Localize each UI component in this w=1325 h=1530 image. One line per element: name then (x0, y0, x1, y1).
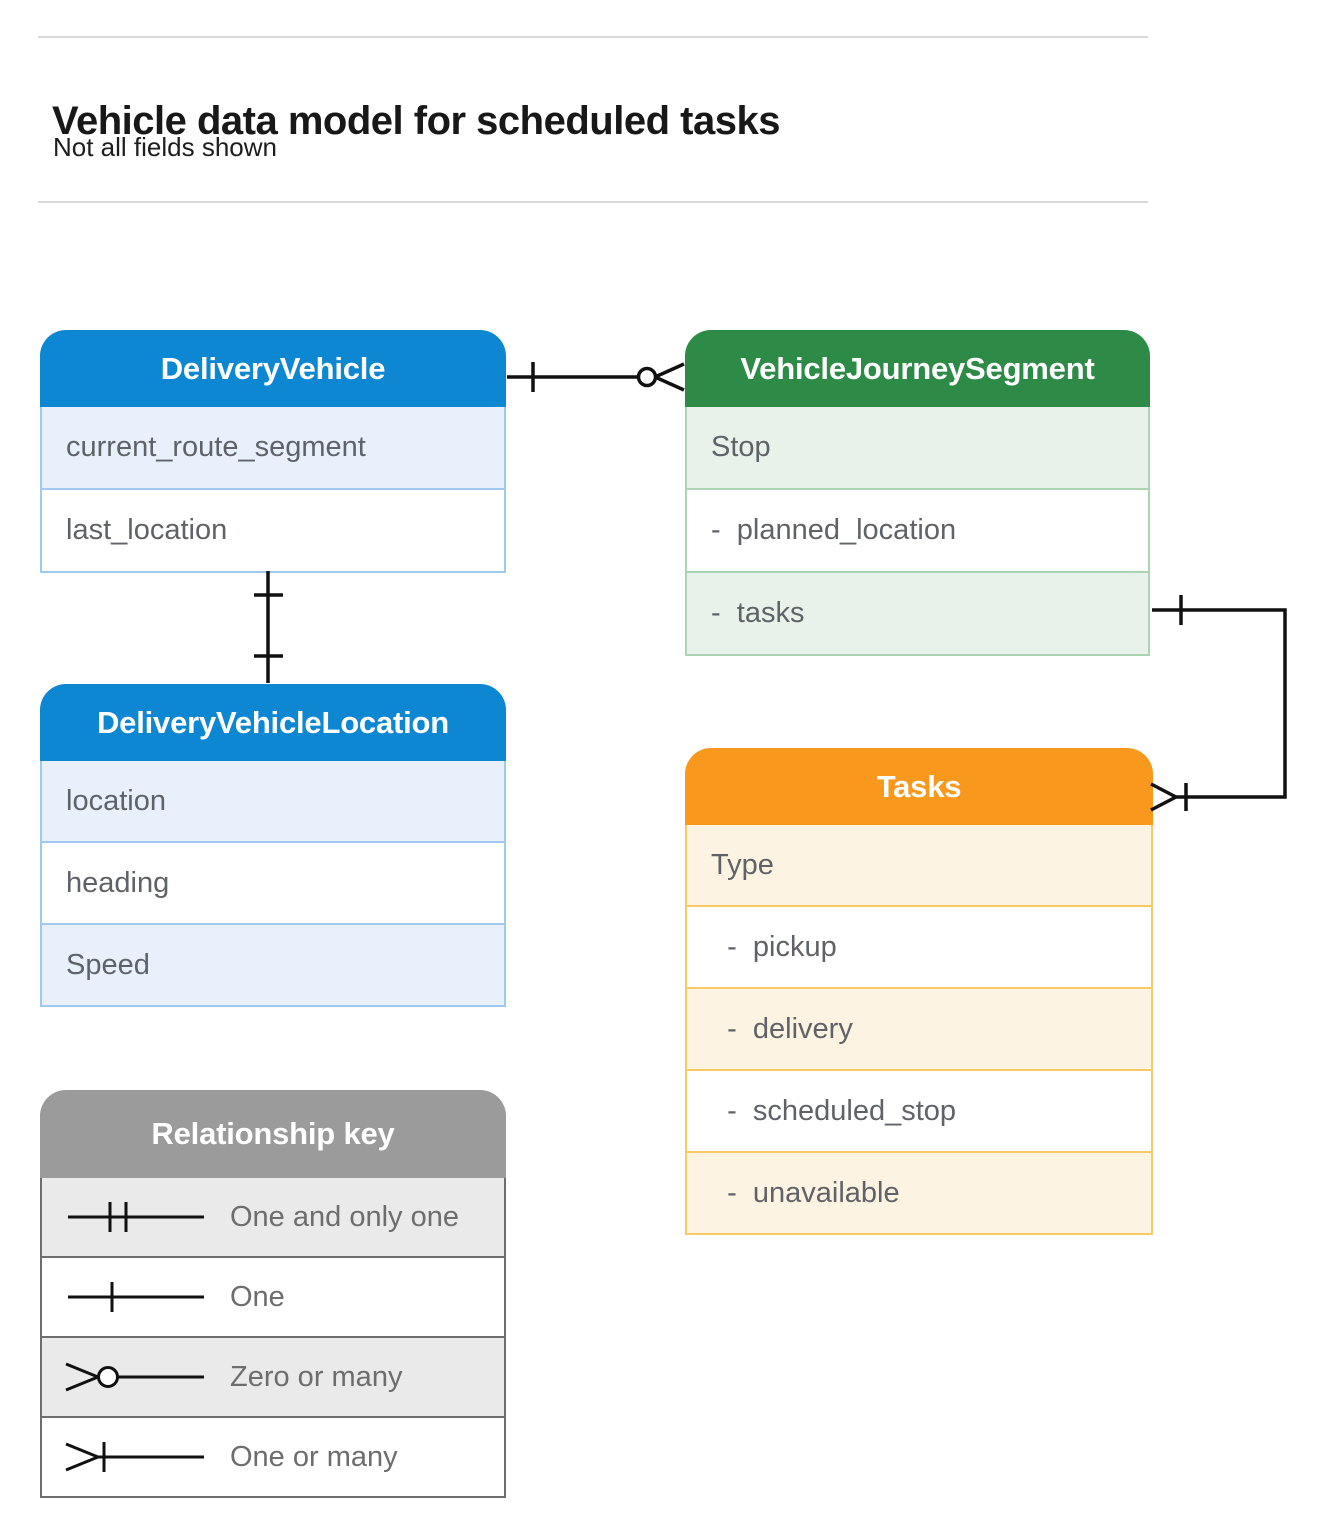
legend-label: One or many (230, 1440, 398, 1473)
relationship-key: Relationship key One and only one One Ze… (40, 1090, 506, 1498)
field-pickup: - pickup (685, 907, 1153, 989)
legend-row-one: One (40, 1258, 506, 1338)
many-crowfoot-icon (1150, 782, 1177, 799)
field-current-route-segment: current_route_segment (40, 407, 506, 490)
field-tasks: - tasks (685, 573, 1150, 656)
zero-or-many-symbol (65, 1362, 204, 1392)
many-crowfoot-icon (654, 362, 685, 379)
entity-delivery-vehicle-location-title: DeliveryVehicleLocation (40, 684, 506, 761)
connector-vehiclejourneysegment-to-tasks (1150, 595, 1287, 812)
field-unavailable: - unavailable (685, 1153, 1153, 1235)
field-last-location: last_location (40, 490, 506, 573)
legend-label: One (230, 1280, 285, 1313)
field-stop: Stop (685, 407, 1150, 490)
field-location: location (40, 761, 506, 843)
connector-deliveryvehicle-to-vehiclejourneysegment (507, 362, 685, 392)
entity-vehicle-journey-segment: VehicleJourneySegment Stop - planned_loc… (685, 330, 1150, 656)
entity-tasks: Tasks Type - pickup - delivery - schedul… (685, 748, 1153, 1235)
entity-delivery-vehicle-location: DeliveryVehicleLocation location heading… (40, 684, 506, 1007)
entity-delivery-vehicle: DeliveryVehicle current_route_segment la… (40, 330, 506, 573)
legend-label: One and only one (230, 1200, 459, 1233)
field-type: Type (685, 825, 1153, 907)
field-planned-location: - planned_location (685, 490, 1150, 573)
page-subtitle: Not all fields shown (53, 132, 277, 162)
one-symbol (68, 1282, 204, 1312)
entity-vehicle-journey-segment-title: VehicleJourneySegment (685, 330, 1150, 407)
legend-row-one-and-only-one: One and only one (40, 1178, 506, 1258)
zero-circle-icon (636, 366, 658, 388)
connector-deliveryvehicle-to-deliveryvehiclelocation (254, 571, 283, 683)
field-speed: Speed (40, 925, 506, 1007)
one-or-many-symbol (65, 1442, 204, 1472)
legend-row-one-or-many: One or many (40, 1418, 506, 1498)
top-divider (38, 36, 1148, 38)
field-delivery: - delivery (685, 989, 1153, 1071)
field-scheduled-stop: - scheduled_stop (685, 1071, 1153, 1153)
legend-row-zero-or-many: Zero or many (40, 1338, 506, 1418)
header-bottom-divider (38, 201, 1148, 203)
relationship-key-title: Relationship key (40, 1090, 506, 1178)
field-heading: heading (40, 843, 506, 925)
one-and-only-one-symbol (68, 1202, 204, 1232)
legend-label: Zero or many (230, 1360, 403, 1393)
page-title: Vehicle data model for scheduled tasks (52, 98, 780, 143)
entity-delivery-vehicle-title: DeliveryVehicle (40, 330, 506, 407)
entity-tasks-title: Tasks (685, 748, 1153, 825)
